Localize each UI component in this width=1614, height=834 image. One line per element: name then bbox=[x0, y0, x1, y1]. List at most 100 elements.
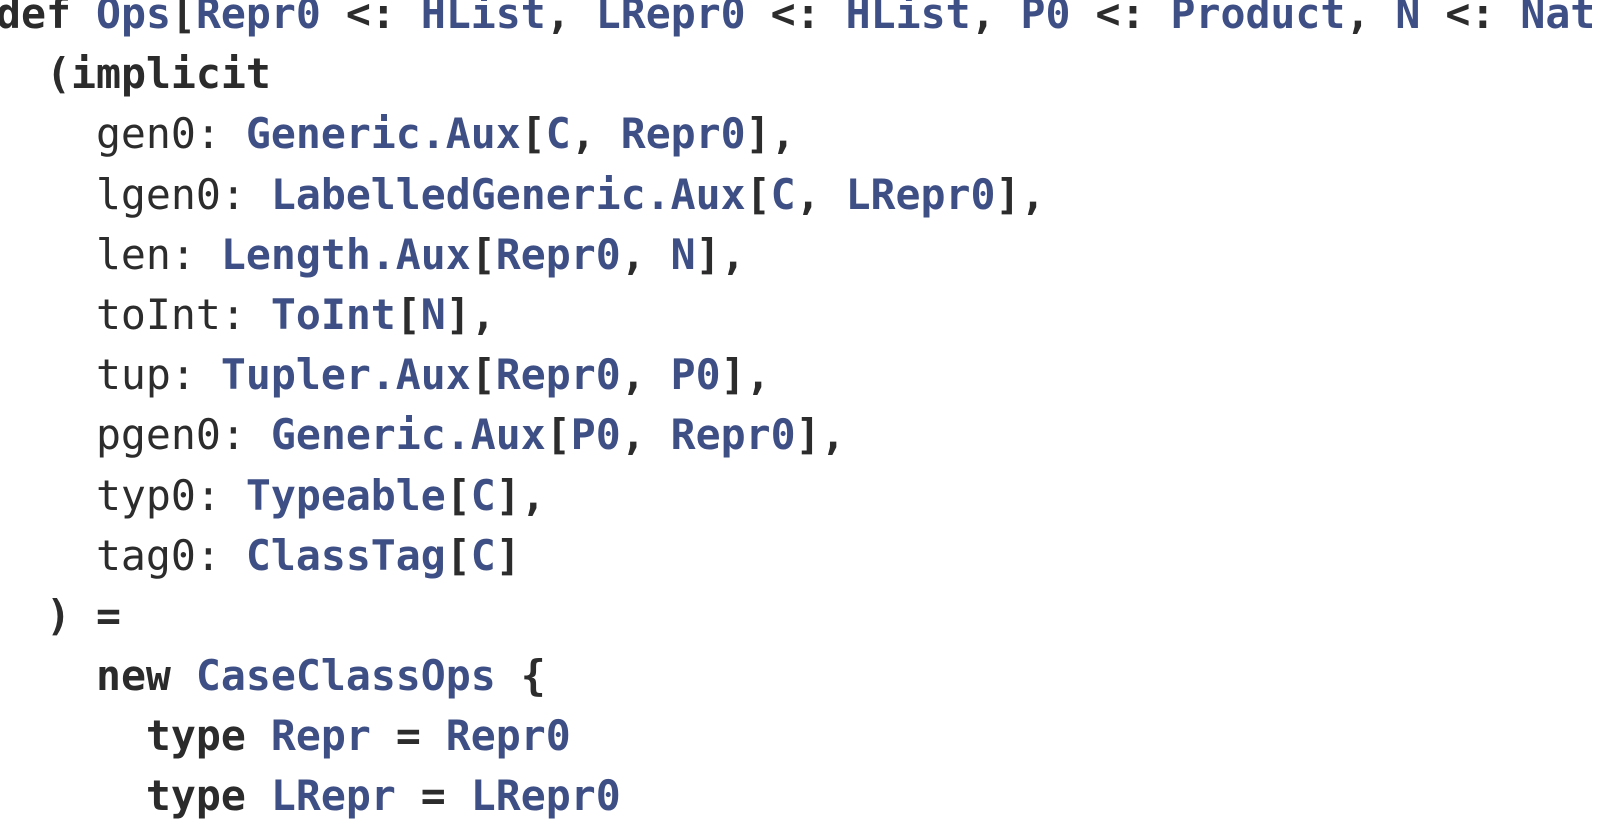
code-line: tag0: ClassTag[C] bbox=[0, 526, 1595, 586]
code-type-name: CaseClassOps bbox=[195, 651, 496, 701]
code-text bbox=[0, 651, 96, 700]
code-text: : bbox=[195, 530, 246, 580]
code-text bbox=[71, 0, 96, 38]
code-block: def Ops[Repr0 <: HList, LRepr0 <: HList,… bbox=[0, 0, 1595, 826]
code-punctuation: <: bbox=[1420, 0, 1521, 38]
code-keyword: def bbox=[0, 0, 71, 38]
code-text: : bbox=[220, 169, 271, 219]
code-line: pgen0: Generic.Aux[P0, Repr0], bbox=[0, 405, 1595, 465]
code-line: typ0: Typeable[C], bbox=[0, 466, 1595, 526]
code-punctuation: , bbox=[620, 229, 671, 279]
code-punctuation: , bbox=[570, 109, 621, 159]
code-text: : bbox=[195, 109, 246, 159]
code-keyword: new bbox=[95, 651, 171, 701]
code-type-name: HList bbox=[845, 0, 971, 38]
code-line: lgen0: LabelledGeneric.Aux[C, LRepr0], bbox=[0, 165, 1595, 225]
code-punctuation: = bbox=[395, 771, 471, 821]
code-type-name: Repr0 bbox=[620, 109, 746, 159]
code-line: len: Length.Aux[Repr0, N], bbox=[0, 225, 1595, 285]
code-line: tup: Tupler.Aux[Repr0, P0], bbox=[0, 345, 1595, 405]
code-text: : bbox=[195, 470, 246, 520]
code-punctuation: { bbox=[495, 651, 546, 701]
code-punctuation: ], bbox=[445, 289, 496, 339]
code-text bbox=[0, 591, 46, 640]
code-punctuation: , bbox=[545, 0, 596, 38]
code-type-name: LabelledGeneric.Aux bbox=[270, 169, 746, 219]
code-punctuation: , bbox=[970, 0, 1021, 38]
code-punctuation: , bbox=[620, 410, 671, 460]
code-punctuation: [ bbox=[170, 0, 196, 38]
code-type-name: N bbox=[420, 289, 446, 339]
code-type-name: Length.Aux bbox=[220, 229, 471, 279]
code-punctuation: [ bbox=[445, 470, 471, 520]
code-text: len bbox=[0, 229, 171, 279]
code-type-name: Repr0 bbox=[495, 229, 621, 279]
code-punctuation: [ bbox=[445, 530, 471, 580]
code-type-name: LRepr0 bbox=[595, 0, 746, 38]
code-type-name: LRepr0 bbox=[845, 169, 996, 219]
code-line: type Repr = Repr0 bbox=[0, 706, 1595, 766]
code-text: : bbox=[220, 410, 271, 460]
code-punctuation: ], bbox=[745, 109, 796, 159]
code-line: type LRepr = LRepr0 bbox=[0, 766, 1595, 826]
code-type-name: Repr0 bbox=[195, 0, 321, 38]
code-type-name: C bbox=[545, 109, 571, 159]
code-punctuation: ( bbox=[45, 49, 71, 99]
code-punctuation: ], bbox=[495, 470, 546, 520]
code-punctuation: [ bbox=[745, 169, 771, 219]
code-punctuation: <: bbox=[1070, 0, 1171, 38]
code-type-name: Generic.Aux bbox=[245, 109, 521, 159]
code-type-name: ClassTag bbox=[245, 530, 446, 580]
code-punctuation: [ bbox=[470, 350, 496, 400]
code-type-name: Ops bbox=[95, 0, 171, 38]
code-type-name: P0 bbox=[570, 410, 621, 460]
code-type-name: Typeable bbox=[245, 470, 446, 520]
code-punctuation: ] bbox=[495, 530, 521, 580]
code-type-name: Repr0 bbox=[495, 350, 621, 400]
code-type-name: LRepr bbox=[270, 771, 396, 821]
code-text: tup bbox=[0, 350, 171, 400]
code-line: new CaseClassOps { bbox=[0, 646, 1595, 706]
code-text: : bbox=[170, 350, 221, 400]
code-punctuation: [ bbox=[520, 109, 546, 159]
code-type-name: N bbox=[670, 229, 696, 279]
code-text: lgen0 bbox=[0, 169, 221, 219]
code-type-name: N bbox=[1395, 0, 1421, 38]
code-keyword: type bbox=[145, 771, 246, 821]
code-punctuation: ], bbox=[995, 169, 1046, 219]
code-punctuation: ) = bbox=[45, 590, 121, 640]
code-text bbox=[0, 711, 146, 760]
code-type-name: P0 bbox=[1020, 0, 1071, 38]
code-type-name: ToInt bbox=[270, 289, 396, 339]
code-text: : bbox=[220, 289, 271, 339]
code-text: gen0 bbox=[0, 109, 196, 159]
code-type-name: C bbox=[770, 169, 796, 219]
code-text: tag0 bbox=[0, 530, 196, 580]
code-type-name: Nat bbox=[1520, 0, 1596, 38]
code-text: toInt bbox=[0, 289, 221, 339]
code-type-name: C bbox=[470, 470, 496, 520]
code-text bbox=[0, 771, 146, 820]
code-line: (implicit bbox=[0, 44, 1595, 104]
code-type-name: Generic.Aux bbox=[270, 410, 546, 460]
code-type-name: P0 bbox=[670, 350, 721, 400]
code-punctuation: ], bbox=[695, 229, 746, 279]
code-type-name: Repr bbox=[270, 711, 371, 761]
code-punctuation: [ bbox=[470, 229, 496, 279]
code-text bbox=[0, 49, 46, 98]
code-punctuation: <: bbox=[745, 0, 846, 38]
code-type-name: LRepr0 bbox=[470, 771, 621, 821]
code-punctuation: ], bbox=[720, 350, 771, 400]
code-line: ) = bbox=[0, 586, 1595, 646]
code-line: toInt: ToInt[N], bbox=[0, 285, 1595, 345]
code-line: def Ops[Repr0 <: HList, LRepr0 <: HList,… bbox=[0, 0, 1595, 44]
code-punctuation: <: bbox=[320, 0, 421, 38]
code-type-name: Tupler.Aux bbox=[220, 350, 471, 400]
code-text: : bbox=[170, 229, 221, 279]
code-punctuation: , bbox=[1345, 0, 1396, 38]
code-type-name: Repr0 bbox=[670, 410, 796, 460]
code-text bbox=[171, 651, 196, 700]
code-punctuation: [ bbox=[395, 289, 421, 339]
code-text bbox=[246, 711, 271, 760]
code-type-name: Repr0 bbox=[445, 711, 571, 761]
